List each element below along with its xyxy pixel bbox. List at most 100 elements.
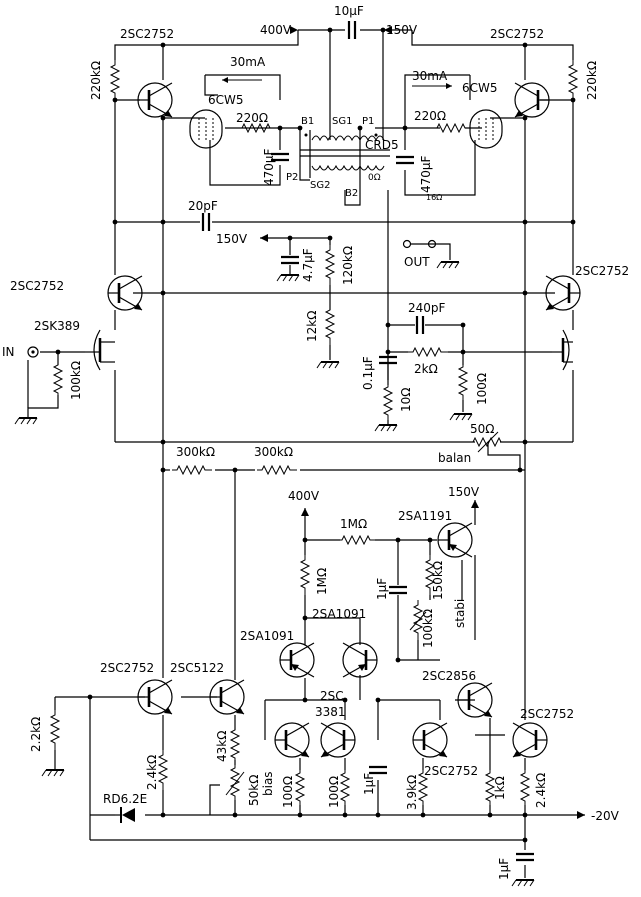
label-2sk389: 2SK389 bbox=[34, 319, 80, 333]
label-300k-right: 300kΩ bbox=[254, 445, 293, 459]
transistor-2sa1191 bbox=[436, 521, 474, 559]
transistor-2sa1091-b bbox=[341, 641, 379, 679]
label-2sc3381-b: 3381 bbox=[315, 705, 346, 719]
label-43k: 43kΩ bbox=[215, 731, 229, 762]
label-220k-left: 220kΩ bbox=[89, 61, 103, 100]
label-bias: bias bbox=[261, 771, 275, 796]
tr-p1: P1 bbox=[362, 116, 374, 127]
transistor-2sc2752-lower-mid bbox=[411, 721, 449, 759]
label-100k-input: 100kΩ bbox=[69, 361, 83, 400]
supply-arrows bbox=[260, 26, 585, 819]
resistor-100-e1 bbox=[295, 767, 305, 809]
tr-sg2: SG2 bbox=[310, 180, 330, 191]
label-470u-right: 470μF bbox=[419, 155, 433, 193]
balance-pot-arrow bbox=[477, 431, 499, 453]
cap-4-7u bbox=[279, 255, 301, 265]
transistor-2sc5122 bbox=[208, 678, 246, 716]
label-100-e1: 100Ω bbox=[281, 776, 295, 808]
ground-100 bbox=[449, 413, 473, 421]
label-2sa1091-a: 2SA1091 bbox=[240, 629, 294, 643]
label-120k: 120kΩ bbox=[341, 246, 355, 285]
label-2sc2752-lower-mid: 2SC2752 bbox=[424, 764, 478, 778]
rail-150v-mid: 150V bbox=[216, 232, 248, 246]
rail-neg20: -20V bbox=[591, 809, 620, 823]
label-20p: 20pF bbox=[188, 199, 218, 213]
label-2-4k-right: 2.4kΩ bbox=[534, 773, 548, 808]
wiring bbox=[27, 29, 585, 878]
label-2-2k: 2.2kΩ bbox=[29, 717, 43, 752]
label-2sa1191: 2SA1191 bbox=[398, 509, 452, 523]
label-1u-stabi: 1μF bbox=[375, 578, 389, 600]
tube-left bbox=[189, 109, 223, 149]
transistor-2sc2752-lower-right bbox=[511, 721, 549, 759]
resistor-100-fb bbox=[458, 361, 468, 403]
input-jack-center bbox=[31, 350, 35, 354]
ground-input bbox=[14, 417, 38, 425]
resistor-12k bbox=[325, 304, 335, 346]
label-220k-right: 220kΩ bbox=[585, 61, 599, 100]
label-220-left: 220Ω bbox=[236, 111, 268, 125]
label-2sc2752-tl: 2SC2752 bbox=[120, 27, 174, 41]
label-rd6-2e: RD6.2E bbox=[103, 792, 147, 806]
resistor-100-e2 bbox=[340, 767, 350, 809]
resistor-43k bbox=[230, 724, 240, 766]
transistor-2sc2752-lower-left bbox=[136, 678, 174, 716]
label-stabi: stabi bbox=[453, 599, 467, 628]
resistor-220k-right bbox=[568, 59, 578, 101]
label-50-balance: 50Ω bbox=[470, 422, 494, 436]
resistor-2-4k-right bbox=[520, 767, 530, 809]
stabi-pot-arrow bbox=[409, 611, 427, 631]
rail-400v-low: 400V bbox=[288, 489, 320, 503]
tube-right bbox=[469, 109, 503, 149]
label-300k-left: 300kΩ bbox=[176, 445, 215, 459]
tr-zero: 0Ω bbox=[368, 173, 381, 183]
label-2sc2856: 2SC2856 bbox=[422, 669, 476, 683]
coupling-capacitor: 10μF bbox=[334, 4, 364, 41]
junction-dots bbox=[55, 27, 576, 843]
arrowhead-left bbox=[222, 77, 228, 83]
label-150k: 150kΩ bbox=[431, 561, 445, 600]
rail-400v-top: 400V bbox=[260, 23, 292, 37]
label-1u-mid: 1μF bbox=[362, 773, 376, 795]
out-terminal-gnd bbox=[427, 239, 437, 249]
bias-pot-arrow bbox=[225, 771, 245, 796]
cap-240p bbox=[415, 314, 425, 336]
resistor-1m-h bbox=[336, 535, 378, 545]
top-left-transistor bbox=[136, 81, 174, 119]
resistor-1m-v bbox=[300, 554, 310, 596]
top-right-transistor bbox=[513, 81, 551, 119]
cap-1u-mid bbox=[367, 765, 389, 775]
label-240p: 240pF bbox=[408, 301, 446, 315]
resistor-300k-right bbox=[256, 465, 298, 475]
label-6cw5-right: 6CW5 bbox=[462, 81, 498, 95]
label-2sc2752-lower-right: 2SC2752 bbox=[520, 707, 574, 721]
label-2sc2752-tr: 2SC2752 bbox=[490, 27, 544, 41]
label-4-7u: 4.7μF bbox=[301, 248, 315, 282]
label-30ma-left: 30mA bbox=[230, 55, 266, 69]
label-2k: 2kΩ bbox=[414, 362, 438, 376]
output-label: OUT bbox=[404, 255, 430, 269]
label-2sa1091-b: 2SA1091 bbox=[312, 607, 366, 621]
resistor-300k-left bbox=[171, 465, 213, 475]
ground-12k bbox=[316, 361, 340, 369]
cap-1u-bottom bbox=[514, 852, 536, 862]
zener-diode bbox=[115, 807, 135, 823]
ground-10 bbox=[374, 424, 398, 432]
tr-b2: B2 bbox=[345, 188, 358, 199]
coupling-cap-label: 10μF bbox=[334, 4, 364, 18]
label-50k: 50kΩ bbox=[247, 775, 261, 806]
tr-model: CRD5 bbox=[365, 138, 399, 152]
ground-150v bbox=[276, 274, 300, 282]
ground-2-2k bbox=[41, 769, 65, 777]
label-balan: balan bbox=[438, 451, 471, 465]
label-2-4k-left: 2.4kΩ bbox=[145, 755, 159, 790]
fet-right bbox=[552, 329, 573, 371]
out-terminal-hot bbox=[402, 239, 412, 249]
label-100k-stabi: 100kΩ bbox=[421, 609, 435, 648]
ground-out bbox=[436, 261, 460, 269]
label-10: 10Ω bbox=[399, 388, 413, 412]
label-6cw5-left: 6CW5 bbox=[208, 93, 244, 107]
ground-bottom bbox=[511, 879, 535, 887]
label-0-1u: 0.1μF bbox=[361, 356, 375, 390]
